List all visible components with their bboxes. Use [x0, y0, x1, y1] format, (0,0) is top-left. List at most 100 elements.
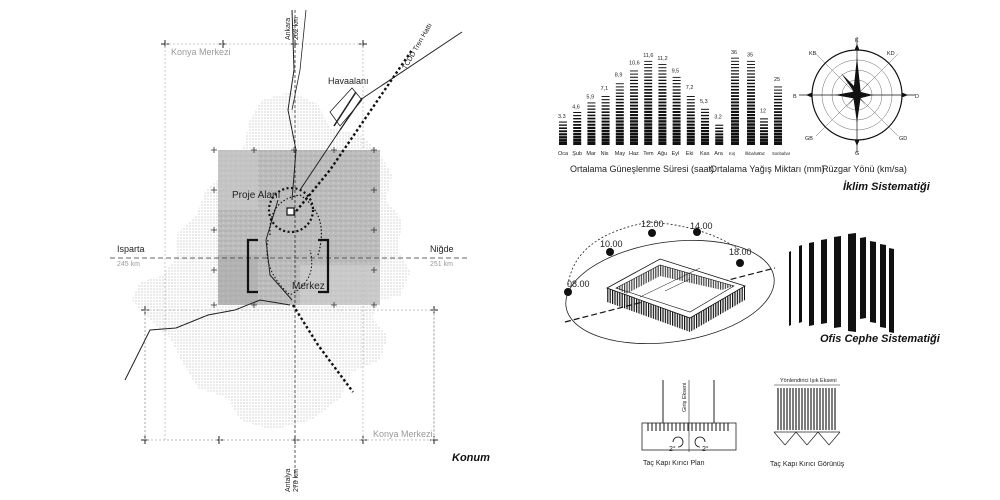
sunshine-value-label: 8,9: [615, 73, 623, 79]
konya-merkezi-top-label: Konya Merkezi: [171, 47, 231, 57]
ankara-label: Ankara: [285, 18, 292, 40]
ankara-distance: 262 km: [293, 17, 300, 40]
sunshine-month-label: Mar: [586, 151, 596, 157]
sunshine-bar-1: [573, 112, 582, 145]
sun-time-1200: 12.00: [641, 219, 664, 229]
rainfall-value-label: 12: [760, 109, 766, 115]
nigde-label: Niğde: [430, 244, 454, 254]
nigde-distance: 251 km: [430, 261, 453, 268]
konya-merkezi-bottom-label: Konya Merkezi: [373, 429, 433, 439]
sun-time-1400: 14.00: [690, 221, 713, 231]
gate-plan-detail: Giriş Ekseni 2° 2° Taç Kapı Kırıcı Plan: [641, 380, 737, 467]
dir-k: K: [855, 38, 859, 44]
sunshine-bar-4: [615, 83, 624, 145]
rainfall-bar-3: [774, 86, 782, 145]
isik-ekseni-label: Yönlendirici Işık Ekseni: [780, 378, 837, 384]
sunshine-month-label: Eki: [686, 151, 694, 157]
isparta-label: Isparta: [117, 244, 145, 254]
havaalani-label: Havaalanı: [328, 76, 369, 86]
sunshine-month-label: Eyl: [672, 151, 680, 157]
plan-caption: Taç Kapı Kırıcı Plan: [643, 460, 705, 467]
sunshine-value-label: 3,2: [714, 115, 722, 121]
wind-rose: K KD D GD G GB B KB: [793, 37, 919, 157]
sunshine-value-label: 11,2: [657, 56, 667, 62]
merkez-label: Merkez: [292, 281, 325, 292]
sunshine-value-label: 9,5: [672, 68, 680, 74]
dir-kd: KD: [887, 51, 895, 57]
dir-gb: GB: [805, 136, 813, 142]
sunshine-value-label: 3.3: [558, 114, 566, 120]
plan-angle-right: 2°: [702, 445, 709, 453]
dir-kb: KB: [809, 51, 817, 57]
dir-d: D: [915, 94, 919, 100]
rainfall-chart-title: Ortalama Yağış Miktarı (mm): [710, 164, 825, 174]
sun-time-0800: 08.00: [567, 279, 590, 289]
sunshine-bar-11: [715, 124, 724, 145]
sun-path-diagram: 08.00 10.00 12.00 14.00 18.00: [564, 219, 776, 345]
antalya-distance: 270 km: [293, 469, 300, 492]
sunshine-month-label: Şub: [572, 151, 582, 157]
rainfall-bar-2: [760, 118, 768, 145]
rainfall-season-label: Yaz: [758, 151, 765, 156]
tren-label: TCDD Tren Hattı: [402, 22, 434, 71]
sunshine-month-label: Ara: [714, 151, 724, 157]
sunshine-bar-7: [658, 64, 667, 145]
sunshine-month-label: Ağu: [657, 151, 667, 157]
sunshine-bar-3: [601, 96, 610, 145]
merkez-bracket: [246, 238, 330, 294]
sunshine-bar-5: [630, 70, 638, 145]
isparta-distance: 245 km: [117, 261, 140, 268]
sunshine-bar-9: [686, 96, 695, 145]
sunshine-value-label: 4,6: [572, 104, 580, 110]
sunshine-bar-8: [672, 76, 681, 145]
wind-rose-title: Rüzgar Yönü (km/sa): [822, 164, 907, 174]
sunshine-month-label: Oca: [558, 151, 569, 157]
view-caption: Taç Kapı Kırıcı Görünüş: [770, 461, 845, 468]
iklim-caption: İklim Sistematiği: [843, 180, 931, 193]
wind-rose-petals: [835, 57, 873, 123]
sunshine-chart-title: Ortalama Güneşlenme Süresi (saat): [570, 164, 714, 174]
proje-alani-label: Proje Alanı: [232, 190, 280, 201]
rainfall-value-label: 25: [774, 77, 780, 83]
rainfall-season-label: Sonbahar: [772, 151, 791, 156]
sunshine-bar-0: [559, 121, 567, 145]
sunshine-value-label: 7,1: [601, 86, 609, 92]
sunshine-month-label: Kas: [700, 151, 710, 157]
rainfall-value-label: 35: [747, 52, 753, 58]
sun-time-1000: 10.00: [600, 239, 623, 249]
konum-caption: Konum: [452, 452, 490, 464]
facade-fins: [789, 233, 894, 333]
dir-g: G: [855, 151, 859, 157]
dir-gd: GD: [899, 136, 907, 142]
sunshine-month-label: May: [615, 151, 626, 157]
facade-caption: Ofis Cephe Sistematiği: [820, 333, 941, 345]
sunshine-value-label: 5,3: [700, 99, 708, 105]
airport: [329, 87, 363, 131]
sunshine-bar-2: [587, 102, 596, 145]
sunshine-value-label: 5,9: [586, 95, 594, 101]
sunshine-month-label: Haz: [629, 151, 639, 157]
antalya-label: Antalya: [285, 469, 292, 492]
rainfall-bar-0: [731, 57, 739, 145]
sunshine-month-label: Nis: [601, 151, 609, 157]
sunshine-bar-10: [701, 108, 709, 145]
dir-b: B: [793, 94, 797, 100]
rainfall-value-label: 36: [731, 50, 737, 56]
rainfall-bar-1: [747, 60, 755, 145]
sunshine-month-label: Tem: [643, 151, 654, 157]
sunshine-bar-6: [644, 60, 653, 145]
sunshine-value-label: 10,6: [629, 60, 640, 66]
sunshine-value-label: 11,6: [643, 53, 653, 59]
sun-time-1800: 18.00: [729, 247, 752, 257]
gate-elevation-detail: Yönlendirici Işık Ekseni Taç Kapı Kırıcı…: [770, 378, 845, 468]
sunshine-value-label: 7,2: [686, 85, 694, 91]
location-map: Konya Merkezi Konya Merkezi Ankara 262 k…: [110, 9, 490, 492]
rainfall-season-label: Kış: [729, 151, 735, 156]
plan-angle-left: 2°: [669, 445, 676, 453]
giris-ekseni-label: Giriş Ekseni: [682, 383, 688, 412]
inner-grid: [211, 147, 377, 308]
rainfall-season-label: İlkbahar: [745, 151, 761, 156]
